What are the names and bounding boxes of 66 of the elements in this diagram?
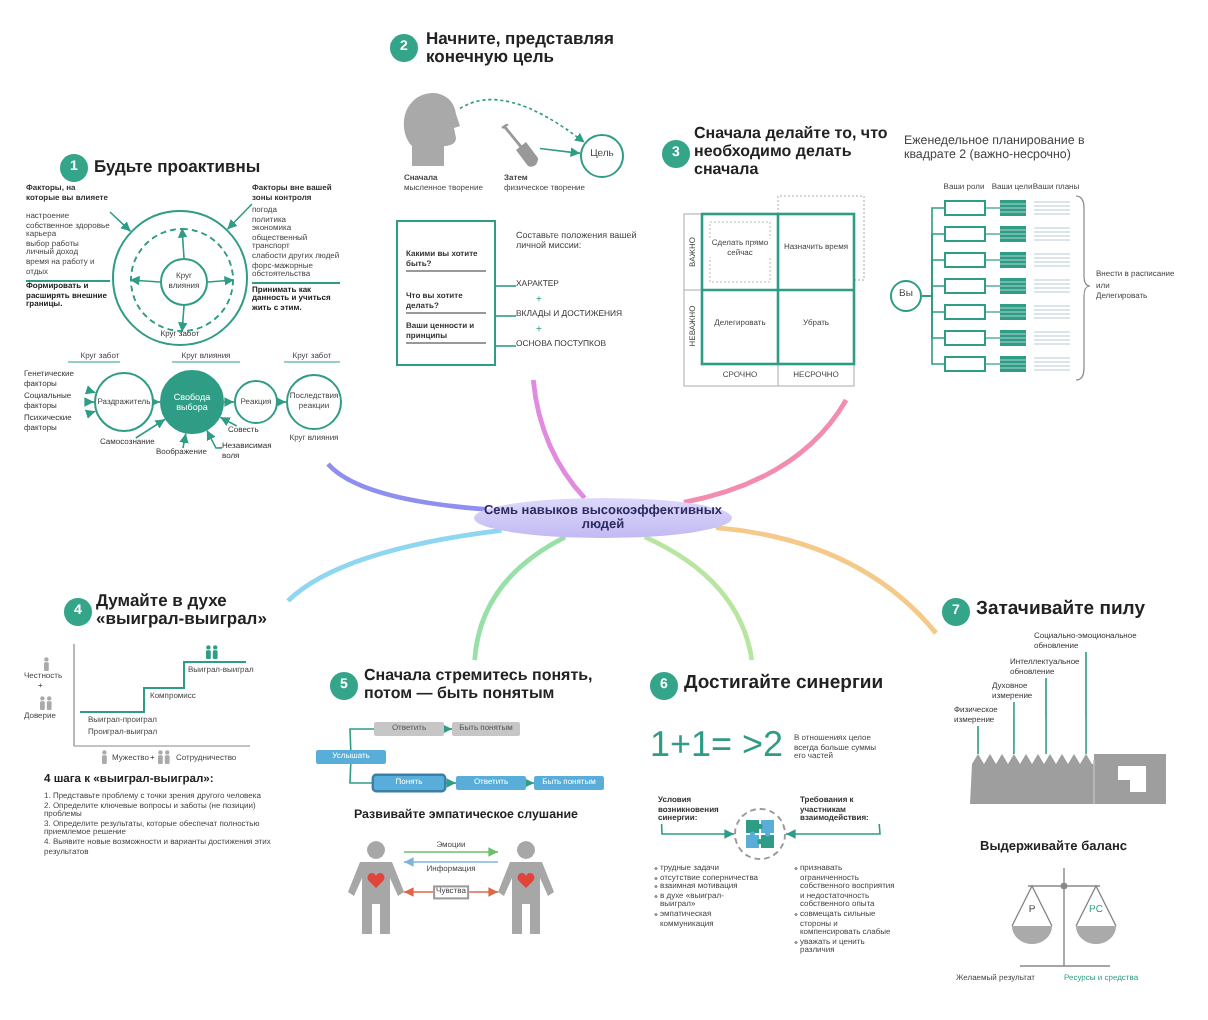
arrow [442, 724, 453, 734]
connector-line [349, 763, 375, 784]
outer-circle [112, 210, 248, 346]
person-figure [498, 840, 554, 936]
branch-line [530, 379, 587, 500]
arrow [539, 147, 581, 157]
arrow [660, 823, 735, 839]
section-title: Затачивайте пилу [976, 600, 1147, 621]
connector-line [921, 295, 945, 365]
arrow [276, 397, 287, 407]
role-box [944, 330, 986, 346]
connector-line [495, 285, 517, 287]
equation-text: 1+1= >2 [650, 724, 784, 766]
connector-line [349, 728, 375, 751]
branch-line [715, 525, 938, 635]
branch-line [326, 462, 487, 512]
arrow [179, 432, 189, 449]
branch-line [472, 535, 567, 661]
arrow [459, 98, 586, 144]
section-title: Думайте в духе «выиграл-выиграл» [96, 592, 269, 630]
arrow [84, 409, 97, 419]
arrow [109, 211, 132, 233]
role-box [944, 200, 986, 216]
arrow [785, 823, 881, 839]
role-box [944, 252, 986, 268]
section-title: Начните, представляя конечную цель [426, 30, 616, 68]
section-title: Сначала делайте то, что необходимо делать сначала [694, 126, 890, 179]
arrow [403, 857, 499, 867]
branch-line [683, 398, 849, 505]
section-title: Сначала стремитесь понять, потом — быть понятым [364, 668, 595, 704]
arrow [84, 397, 95, 407]
arrow [150, 397, 161, 407]
arrow [177, 227, 188, 259]
arrow [84, 385, 97, 395]
arrow [207, 275, 235, 286]
connector-line [495, 345, 517, 347]
connector-line [1085, 651, 1087, 755]
arrow [206, 429, 223, 449]
person-figure [348, 840, 404, 936]
arrow [403, 847, 499, 857]
arrow [219, 416, 238, 427]
document-card [396, 220, 496, 366]
arrow [223, 397, 235, 407]
saw-drawing [970, 754, 1166, 804]
shovel-drawing [500, 124, 540, 168]
branch-line [286, 527, 502, 603]
role-box [944, 226, 986, 242]
dashed-circle [734, 808, 786, 860]
branch-line [643, 534, 755, 661]
arrow [524, 778, 535, 788]
arrow [129, 275, 161, 286]
dashed-ring [130, 228, 234, 332]
connector-line [1013, 701, 1015, 755]
section-title: Достигайте синергии [684, 674, 886, 695]
role-box [944, 278, 986, 294]
connector-line [977, 725, 979, 755]
arrow [226, 203, 253, 231]
head-silhouette [400, 90, 460, 166]
section-title: Будьте проактивны [94, 158, 263, 177]
role-box [944, 304, 986, 320]
role-box [944, 356, 986, 372]
arrow [177, 305, 188, 333]
connector-line [495, 315, 517, 317]
arrow [135, 418, 166, 439]
arrow [443, 778, 457, 788]
connector-line [1045, 677, 1047, 755]
